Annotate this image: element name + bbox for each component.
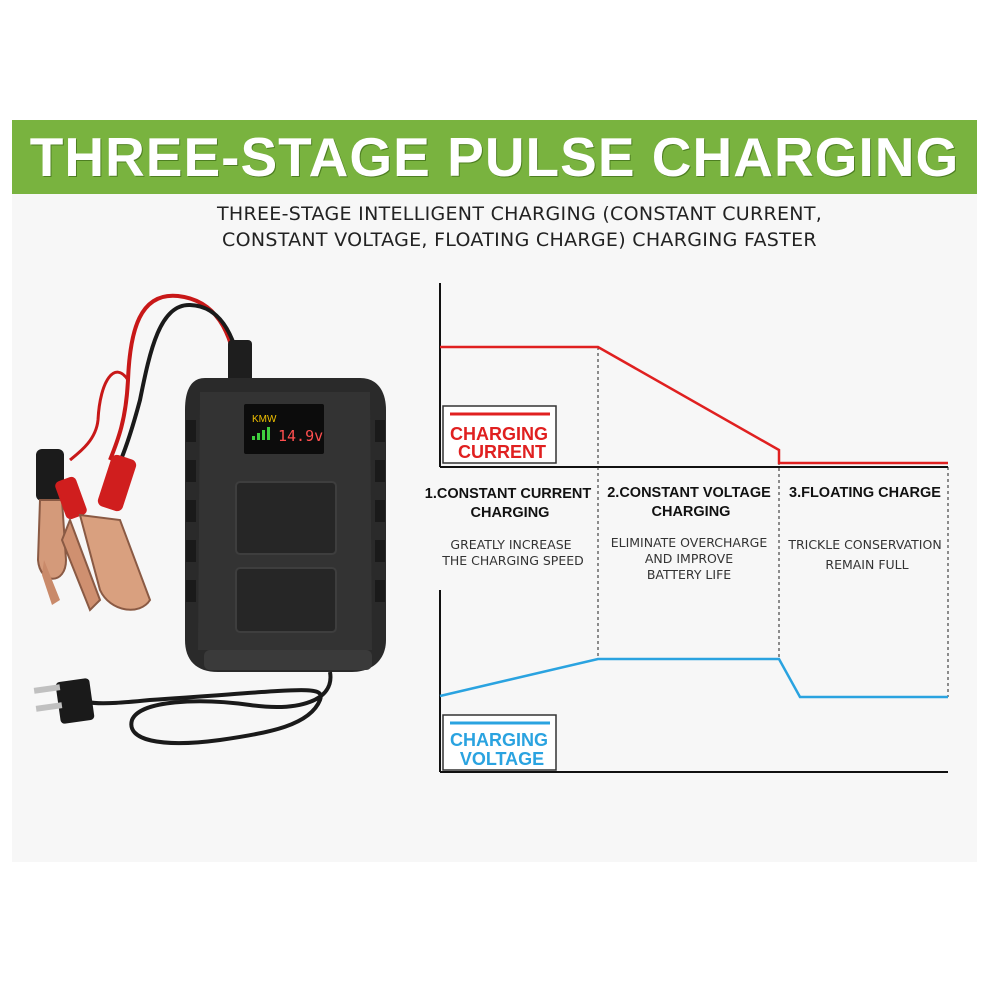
current-label-line-1: CHARGING — [450, 424, 548, 444]
current-label-line-2: CURRENT — [458, 442, 546, 462]
ac-cord — [87, 671, 333, 746]
stage-2-desc-line-3: BATTERY LIFE — [647, 567, 731, 582]
stage-3: 3.FLOATING CHARGE TRICKLE CONSERVATION R… — [787, 485, 941, 572]
ac-plug-icon — [33, 678, 95, 724]
display-brand: KMW — [252, 414, 277, 425]
red-battery-clamp-icon — [55, 454, 152, 612]
charging-voltage-label: CHARGING VOLTAGE — [442, 714, 557, 771]
stage-1-desc-line-1: GREATLY INCREASE — [450, 537, 571, 552]
stage-3-desc-line-2: REMAIN FULL — [825, 557, 908, 572]
current-curve — [440, 345, 948, 465]
subtitle-line-1: THREE-STAGE INTELLIGENT CHARGING (CONSTA… — [217, 203, 823, 225]
title-banner — [12, 120, 977, 194]
stage-1: 1.CONSTANT CURRENT CHARGING GREATLY INCR… — [425, 486, 592, 568]
subtitle-line-2: CONSTANT VOLTAGE, FLOATING CHARGE) CHARG… — [222, 229, 817, 251]
product-illustration: KMW 14.9v — [33, 293, 386, 746]
black-battery-clamp-icon — [36, 449, 68, 605]
stage-1-title-line-2: CHARGING — [471, 505, 550, 521]
banner-title: THREE-STAGE PULSE CHARGING — [29, 126, 960, 188]
voltage-label-line-1: CHARGING — [450, 730, 548, 750]
stage-2-desc-line-1: ELIMINATE OVERCHARGE — [611, 535, 768, 550]
stage-1-desc-line-2: THE CHARGING SPEED — [441, 553, 584, 568]
charging-current-label: CHARGING CURRENT — [442, 405, 557, 464]
voltage-curve — [439, 657, 948, 699]
stage-2-desc-line-2: AND IMPROVE — [645, 551, 733, 566]
stage-3-title-line-1: 3.FLOATING CHARGE — [789, 485, 941, 501]
stage-1-title-line-1: 1.CONSTANT CURRENT — [425, 486, 592, 502]
display-reading: 14.9v — [278, 427, 323, 445]
lcd-display: KMW 14.9v — [244, 404, 324, 454]
red-cable-2 — [69, 370, 130, 462]
stage-2-title-line-1: 2.CONSTANT VOLTAGE — [607, 485, 771, 501]
stage-2-title-line-2: CHARGING — [652, 504, 731, 520]
charging-diagram: CHARGING CURRENT CHARGING VOLTAGE 1.CONS… — [425, 283, 949, 773]
black-cable — [118, 302, 244, 463]
charger-body-icon — [185, 340, 386, 672]
stage-3-desc-line-1: TRICKLE CONSERVATION — [787, 537, 941, 552]
stage-2: 2.CONSTANT VOLTAGE CHARGING ELIMINATE OV… — [607, 485, 771, 582]
voltage-label-line-2: VOLTAGE — [460, 749, 544, 769]
